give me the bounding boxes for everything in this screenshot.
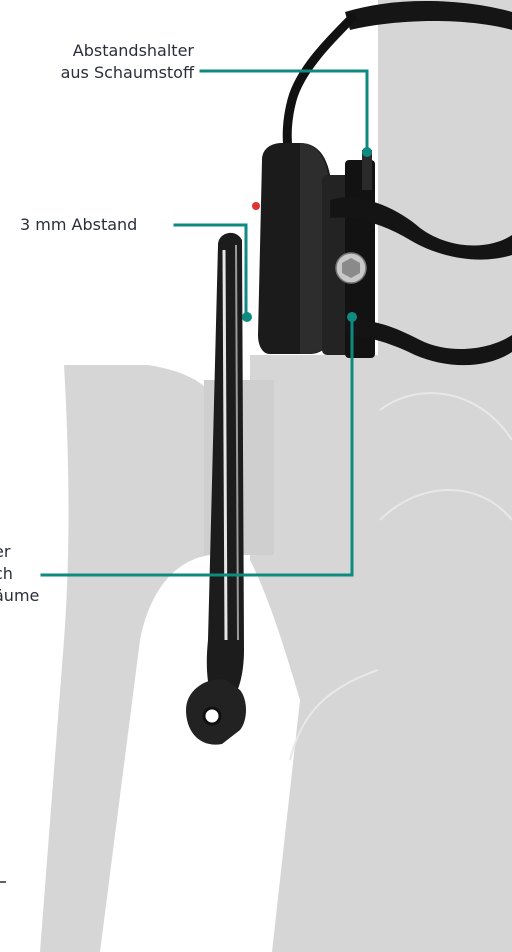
leader-left (40, 318, 354, 577)
label-gap: 3 mm Abstand (20, 215, 138, 234)
label-left-line1: er (0, 542, 11, 561)
middle-strap (330, 197, 512, 260)
frame-highlights (289, 392, 512, 761)
label-left-cut: er ch äume (0, 541, 39, 607)
lower-strap (345, 318, 512, 366)
dot-foam (362, 147, 372, 157)
head-area (250, 355, 378, 952)
dot-left (347, 312, 357, 322)
arm-hole (202, 706, 222, 726)
bolt-icon (335, 252, 367, 284)
label-left-line2: ch (0, 564, 13, 583)
device (252, 143, 332, 354)
top-tube-left (40, 365, 210, 952)
label-foam-spacer-line2: aus Schaumstoff (60, 63, 194, 82)
red-light-icon (252, 202, 260, 210)
leader-dots (242, 147, 372, 322)
top-strap (345, 1, 512, 30)
leader-lines (40, 69, 369, 577)
bike-frame (40, 0, 512, 952)
label-foam-spacer: Abstandshalter aus Schaumstoff (24, 40, 194, 84)
leader-foam (199, 69, 369, 152)
dot-gap (242, 312, 252, 322)
leader-gap (173, 223, 248, 317)
label-foam-spacer-line1: Abstandshalter (72, 41, 194, 60)
seat-tube (378, 0, 512, 952)
label-left-line3: äume (0, 586, 40, 605)
